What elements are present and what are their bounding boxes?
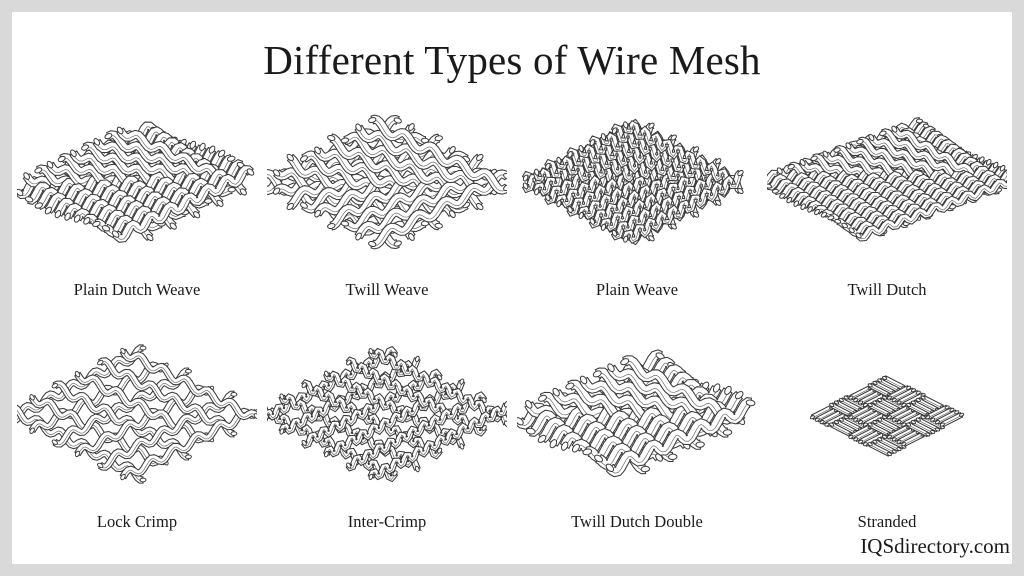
mesh-card-twill-dutch[interactable]: Twill Dutch bbox=[762, 98, 1012, 318]
mesh-card-label: Twill Dutch Double bbox=[571, 512, 703, 531]
plain-dutch-weave-illustration bbox=[17, 98, 257, 273]
watermark: IQSdirectory.com bbox=[860, 534, 1010, 558]
mesh-card-label: Plain Weave bbox=[595, 280, 679, 299]
twill-weave-illustration bbox=[267, 98, 507, 273]
inter-crimp-illustration bbox=[267, 330, 507, 505]
mesh-card-twill-dutch-double[interactable]: Twill Dutch Double bbox=[512, 330, 762, 550]
twill-dutch-double-illustration bbox=[517, 330, 757, 505]
mesh-card-stranded[interactable]: Stranded bbox=[762, 330, 1012, 550]
mesh-card-plain-weave[interactable]: Plain Weave bbox=[512, 98, 762, 318]
mesh-type-grid: Plain Dutch Weave Twill Weave Plain Weav… bbox=[12, 98, 1012, 538]
twill-dutch-illustration bbox=[767, 98, 1007, 273]
mesh-card-lock-crimp[interactable]: Lock Crimp bbox=[12, 330, 262, 550]
mesh-card-plain-dutch-weave[interactable]: Plain Dutch Weave bbox=[12, 98, 262, 318]
page-title: Different Types of Wire Mesh bbox=[263, 37, 761, 83]
mesh-card-inter-crimp[interactable]: Inter-Crimp bbox=[262, 330, 512, 550]
mesh-card-label: Twill Weave bbox=[345, 280, 429, 299]
mesh-row-top: Plain Dutch Weave Twill Weave Plain Weav… bbox=[12, 98, 1012, 318]
mesh-card-label: Stranded bbox=[857, 512, 917, 531]
mesh-card-label: Lock Crimp bbox=[96, 512, 178, 531]
mesh-card-label: Plain Dutch Weave bbox=[73, 280, 201, 299]
stranded-illustration bbox=[767, 330, 1007, 505]
mesh-card-label: Inter-Crimp bbox=[347, 512, 427, 531]
poster-canvas: Different Types of Wire Mesh Plain Dutch… bbox=[12, 12, 1012, 564]
mesh-card-twill-weave[interactable]: Twill Weave bbox=[262, 98, 512, 318]
lock-crimp-illustration bbox=[17, 330, 257, 505]
mesh-row-bottom: Lock Crimp Inter-Crimp Twill Dutch Doubl… bbox=[12, 330, 1012, 550]
mesh-card-label: Twill Dutch bbox=[847, 280, 927, 299]
plain-weave-illustration bbox=[517, 98, 757, 273]
